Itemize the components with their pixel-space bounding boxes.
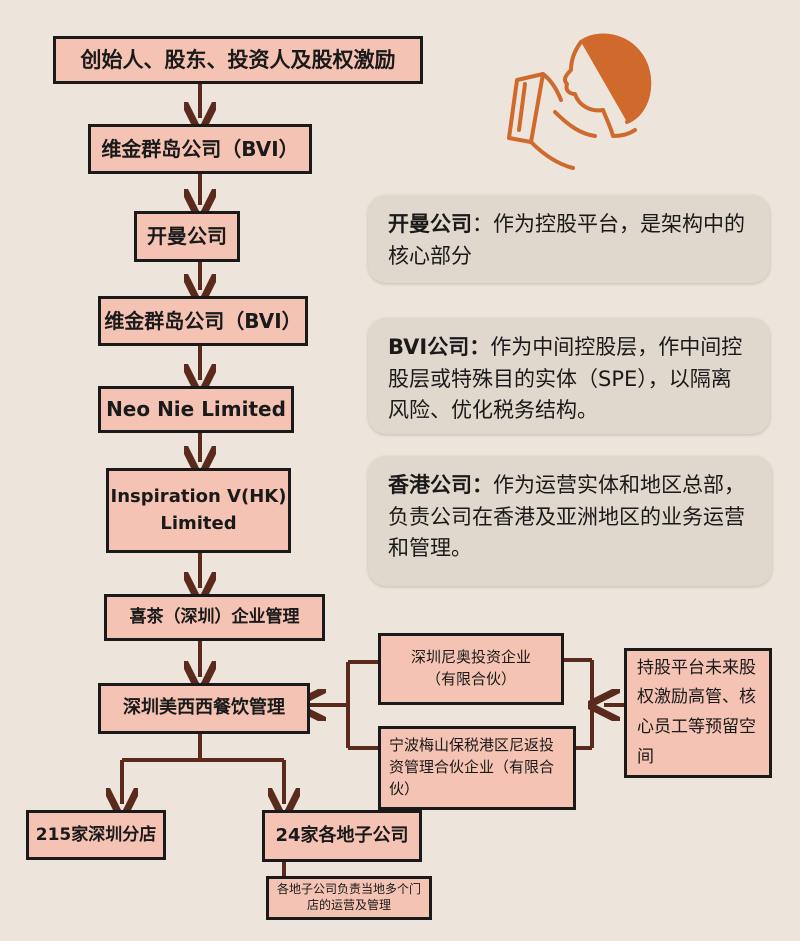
branches-box: 215家深圳分店 <box>26 810 166 860</box>
subsidiaries-note-label: 各地子公司负责当地多个门店的运营及管理 <box>276 882 421 912</box>
holding-platform-box: 持股平台未来股权激励高管、核心员工等预留空间 <box>624 648 772 778</box>
cayman-callout: 开曼公司：作为控股平台，是架构中的核心部分 <box>368 195 770 283</box>
subsidiaries-box: 24家各地子公司 <box>262 810 422 862</box>
cayman-box: 开曼公司 <box>134 211 240 262</box>
branches-label: 215家深圳分店 <box>35 824 157 845</box>
heytea-sz-box: 喜茶（深圳）企业管理 <box>104 594 325 641</box>
inspiration-box: Inspiration V(HK) Limited <box>106 468 291 553</box>
founders-box: 创始人、股东、投资人及股权激励 <box>53 36 423 84</box>
bvi-second-label: 维金群岛公司（BVI） <box>104 308 302 333</box>
bvi-second-box: 维金群岛公司（BVI） <box>98 296 308 346</box>
neo-nie-box: Neo Nie Limited <box>98 386 294 433</box>
neo-nie-label: Neo Nie Limited <box>106 397 286 421</box>
meixixi-label: 深圳美西西餐饮管理 <box>123 697 285 719</box>
sz-neo-label-line1: 深圳尼奥投资企业 <box>410 648 531 667</box>
footer-strip <box>0 920 800 941</box>
bvi-top-label: 维金群岛公司（BVI） <box>101 136 299 161</box>
ningbo-label: 宁波梅山保税港区尼返投资管理合伙企业（有限合伙） <box>389 736 555 798</box>
bvi-top-box: 维金群岛公司（BVI） <box>88 124 312 174</box>
founders-label: 创始人、股东、投资人及股权激励 <box>80 47 396 72</box>
ningbo-box: 宁波梅山保税港区尼返投资管理合伙企业（有限合伙） <box>378 726 576 810</box>
subsidiaries-label: 24家各地子公司 <box>275 824 409 846</box>
hk-callout-title: 香港公司： <box>388 473 493 497</box>
hk-callout: 香港公司：作为运营实体和地区总部，负责公司在香港及亚洲地区的业务运营和管理。 <box>368 456 772 586</box>
hk-callout-text: 作为运营实体和地区总部，负责公司在香港及亚洲地区的业务运营和管理。 <box>388 473 745 560</box>
cayman-label: 开曼公司 <box>147 224 227 248</box>
inspiration-label-line1: Inspiration V(HK) <box>110 486 287 508</box>
inspiration-label-line2: Limited <box>160 512 237 534</box>
person-drinking-icon <box>507 33 652 170</box>
heytea-sz-label: 喜茶（深圳）企业管理 <box>129 607 300 628</box>
holding-platform-label: 持股平台未来股权激励高管、核心员工等预留空间 <box>637 657 756 767</box>
bvi-callout: BVI公司：作为中间控股层，作中间控股层或特殊目的实体（SPE），以隔离风险、优… <box>368 318 770 434</box>
bvi-callout-text: 作为中间控股层，作中间控股层或特殊目的实体（SPE），以隔离风险、优化税务结构。 <box>388 335 743 422</box>
subsidiaries-note-box: 各地子公司负责当地多个门店的运营及管理 <box>266 876 432 920</box>
sz-neo-label-line2: （有限合伙） <box>425 670 516 688</box>
bvi-callout-title: BVI公司： <box>388 335 491 359</box>
sz-neo-box: 深圳尼奥投资企业 （有限合伙） <box>378 633 564 705</box>
cayman-callout-text: ：作为控股平台，是架构中的核心部分 <box>388 212 745 268</box>
meixixi-box: 深圳美西西餐饮管理 <box>98 683 310 734</box>
cayman-callout-title: 开曼公司 <box>388 212 472 236</box>
